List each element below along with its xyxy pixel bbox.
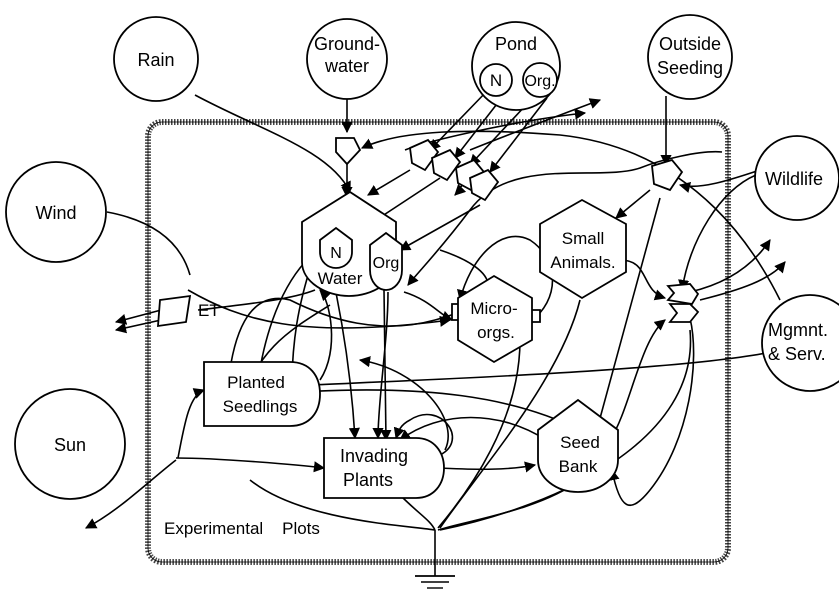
svg-text:Water: Water — [318, 269, 363, 288]
svg-text:Mgmnt.: Mgmnt. — [768, 320, 828, 340]
svg-text:Plants: Plants — [343, 470, 393, 490]
storage-org: Org — [369, 231, 403, 291]
svg-text:Bank: Bank — [559, 457, 598, 476]
storage-n: N — [319, 226, 353, 269]
svg-text:Sun: Sun — [54, 435, 86, 455]
heat-sink — [415, 575, 455, 589]
interaction-wildlife-2 — [668, 303, 700, 323]
svg-text:water: water — [324, 56, 369, 76]
source-groundwater: Ground- water — [306, 18, 388, 100]
interaction-wildlife-1 — [666, 283, 700, 305]
storage-planted-seedlings: Planted Seedlings — [203, 361, 321, 427]
svg-text:Ground-: Ground- — [314, 34, 380, 54]
interaction-groundwater — [335, 137, 362, 166]
interaction-symbols — [157, 137, 700, 328]
interaction-seeding — [651, 158, 684, 192]
svg-text:Org: Org — [373, 255, 400, 272]
et-label: ET — [198, 301, 220, 320]
svg-text:Wind: Wind — [35, 203, 76, 223]
source-wildlife: Wildlife — [754, 135, 839, 221]
source-wind: Wind — [5, 161, 107, 263]
svg-text:Animals.: Animals. — [550, 253, 615, 272]
svg-text:Small: Small — [562, 229, 605, 248]
svg-text:Seed: Seed — [560, 433, 600, 452]
source-outside-seeding: Outside Seeding — [647, 14, 733, 100]
svg-text:& Serv.: & Serv. — [768, 344, 826, 364]
storage-seed-bank: Seed Bank — [537, 398, 619, 493]
svg-text:N: N — [490, 71, 502, 90]
svg-text:Seeding: Seeding — [657, 58, 723, 78]
svg-text:Invading: Invading — [340, 446, 408, 466]
source-pond: Pond N Org. — [471, 21, 561, 111]
interaction-pond-4 — [469, 168, 500, 202]
interaction-pond-2 — [431, 148, 462, 182]
svg-text:Planted: Planted — [227, 373, 285, 392]
svg-text:Seedlings: Seedlings — [223, 397, 298, 416]
consumer-micro-orgs: Micro- orgs. — [457, 274, 533, 364]
svg-text:N: N — [330, 245, 342, 262]
consumer-small-animals: Small Animals. — [539, 198, 627, 300]
svg-text:Org.: Org. — [524, 73, 555, 90]
svg-text:orgs.: orgs. — [477, 323, 515, 342]
system-boundary — [145, 119, 731, 565]
svg-text:Rain: Rain — [137, 50, 174, 70]
system-label: Experimental Plots — [164, 519, 320, 538]
source-sun: Sun — [14, 388, 126, 500]
storage-invading-plants: Invading Plants — [323, 437, 445, 499]
interaction-et — [157, 294, 192, 328]
svg-text:Outside: Outside — [659, 34, 721, 54]
source-management: Mgmnt. & Serv. — [761, 294, 839, 392]
svg-text:Pond: Pond — [495, 34, 537, 54]
svg-text:Wildlife: Wildlife — [765, 169, 823, 189]
svg-text:Micro-: Micro- — [470, 299, 517, 318]
source-rain: Rain — [113, 16, 199, 102]
